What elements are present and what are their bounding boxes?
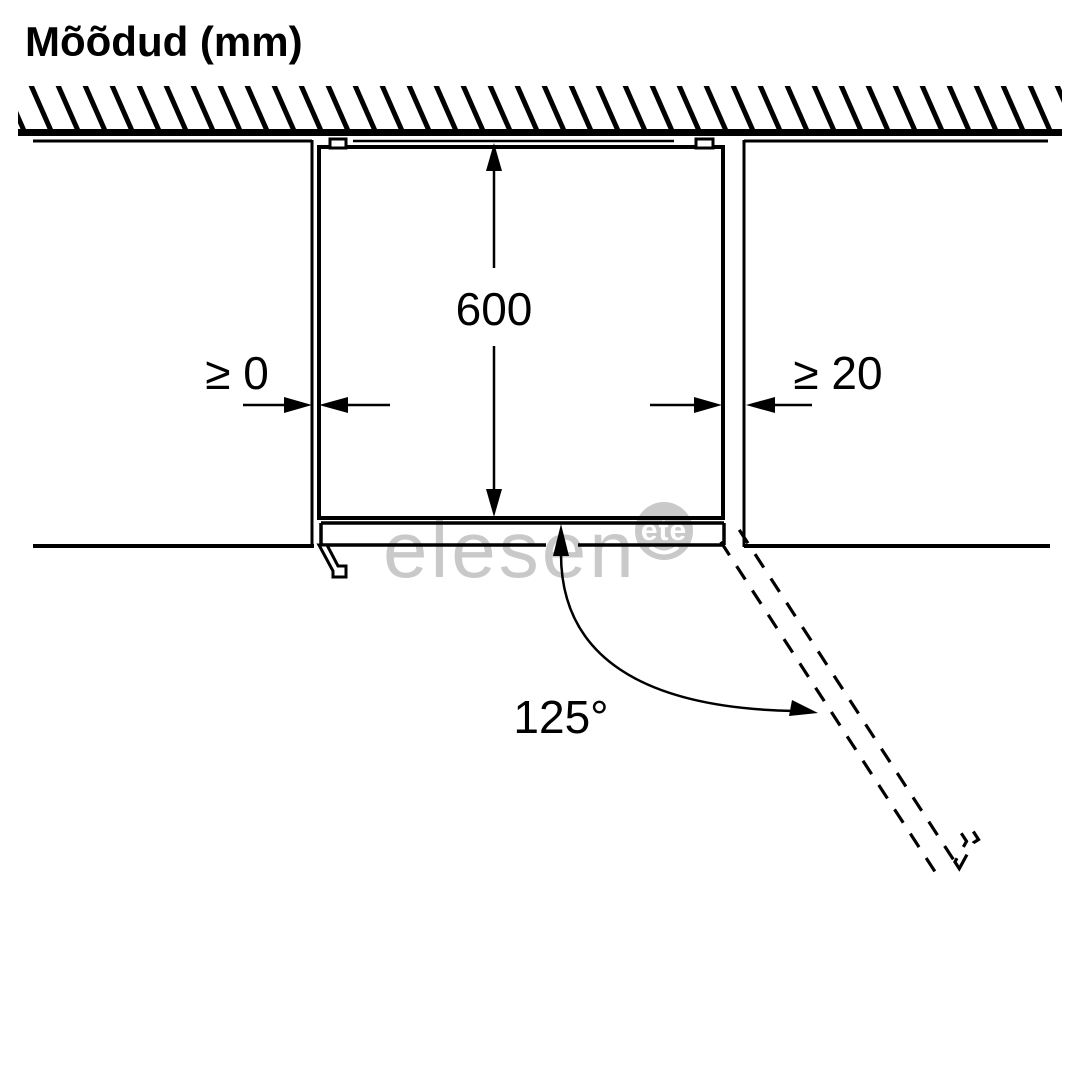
arrow-up-icon (486, 143, 502, 171)
arrow-down-icon (486, 489, 502, 517)
door-angle-label: 125° (513, 691, 608, 743)
right-cabinet (742, 139, 1050, 548)
arc-arrow-end-icon (789, 700, 818, 716)
wall-hatching (18, 86, 1062, 129)
door-swing-angle: 125° (513, 524, 818, 743)
door-open-dashed (717, 525, 981, 873)
appliance-outline (317, 145, 725, 520)
arc-arrow-up-icon (553, 524, 569, 556)
door-handle (316, 543, 348, 579)
rear-spacer-left (328, 137, 348, 150)
arrow-right-icon (284, 397, 312, 413)
left-clearance-label: ≥ 0 (205, 347, 269, 399)
open-door-front-edge (735, 525, 955, 861)
watermark: elesen ete (383, 502, 693, 594)
right-clearance: ≥ 20 (650, 347, 883, 413)
swing-arc (559, 553, 795, 713)
right-clearance-label: ≥ 20 (793, 347, 882, 399)
open-door-rear-edge (717, 537, 937, 873)
left-cabinet (33, 139, 314, 548)
arrow-left-icon (746, 397, 775, 413)
page-title: Mõõdud (mm) (25, 18, 303, 65)
open-door-handle (953, 826, 981, 872)
rear-spacer-right (694, 137, 715, 150)
depth-dimension: 600 (456, 143, 533, 517)
wall-surface-line (18, 129, 1062, 136)
depth-value-label: 600 (456, 283, 533, 335)
door-closed (316, 521, 726, 579)
left-clearance: ≥ 0 (205, 347, 390, 413)
arrow-right-icon (694, 397, 722, 413)
appliance-body (317, 137, 725, 520)
arrow-left-icon (319, 397, 348, 413)
rear-wall (18, 86, 1062, 136)
watermark-badge-smile (648, 545, 680, 555)
